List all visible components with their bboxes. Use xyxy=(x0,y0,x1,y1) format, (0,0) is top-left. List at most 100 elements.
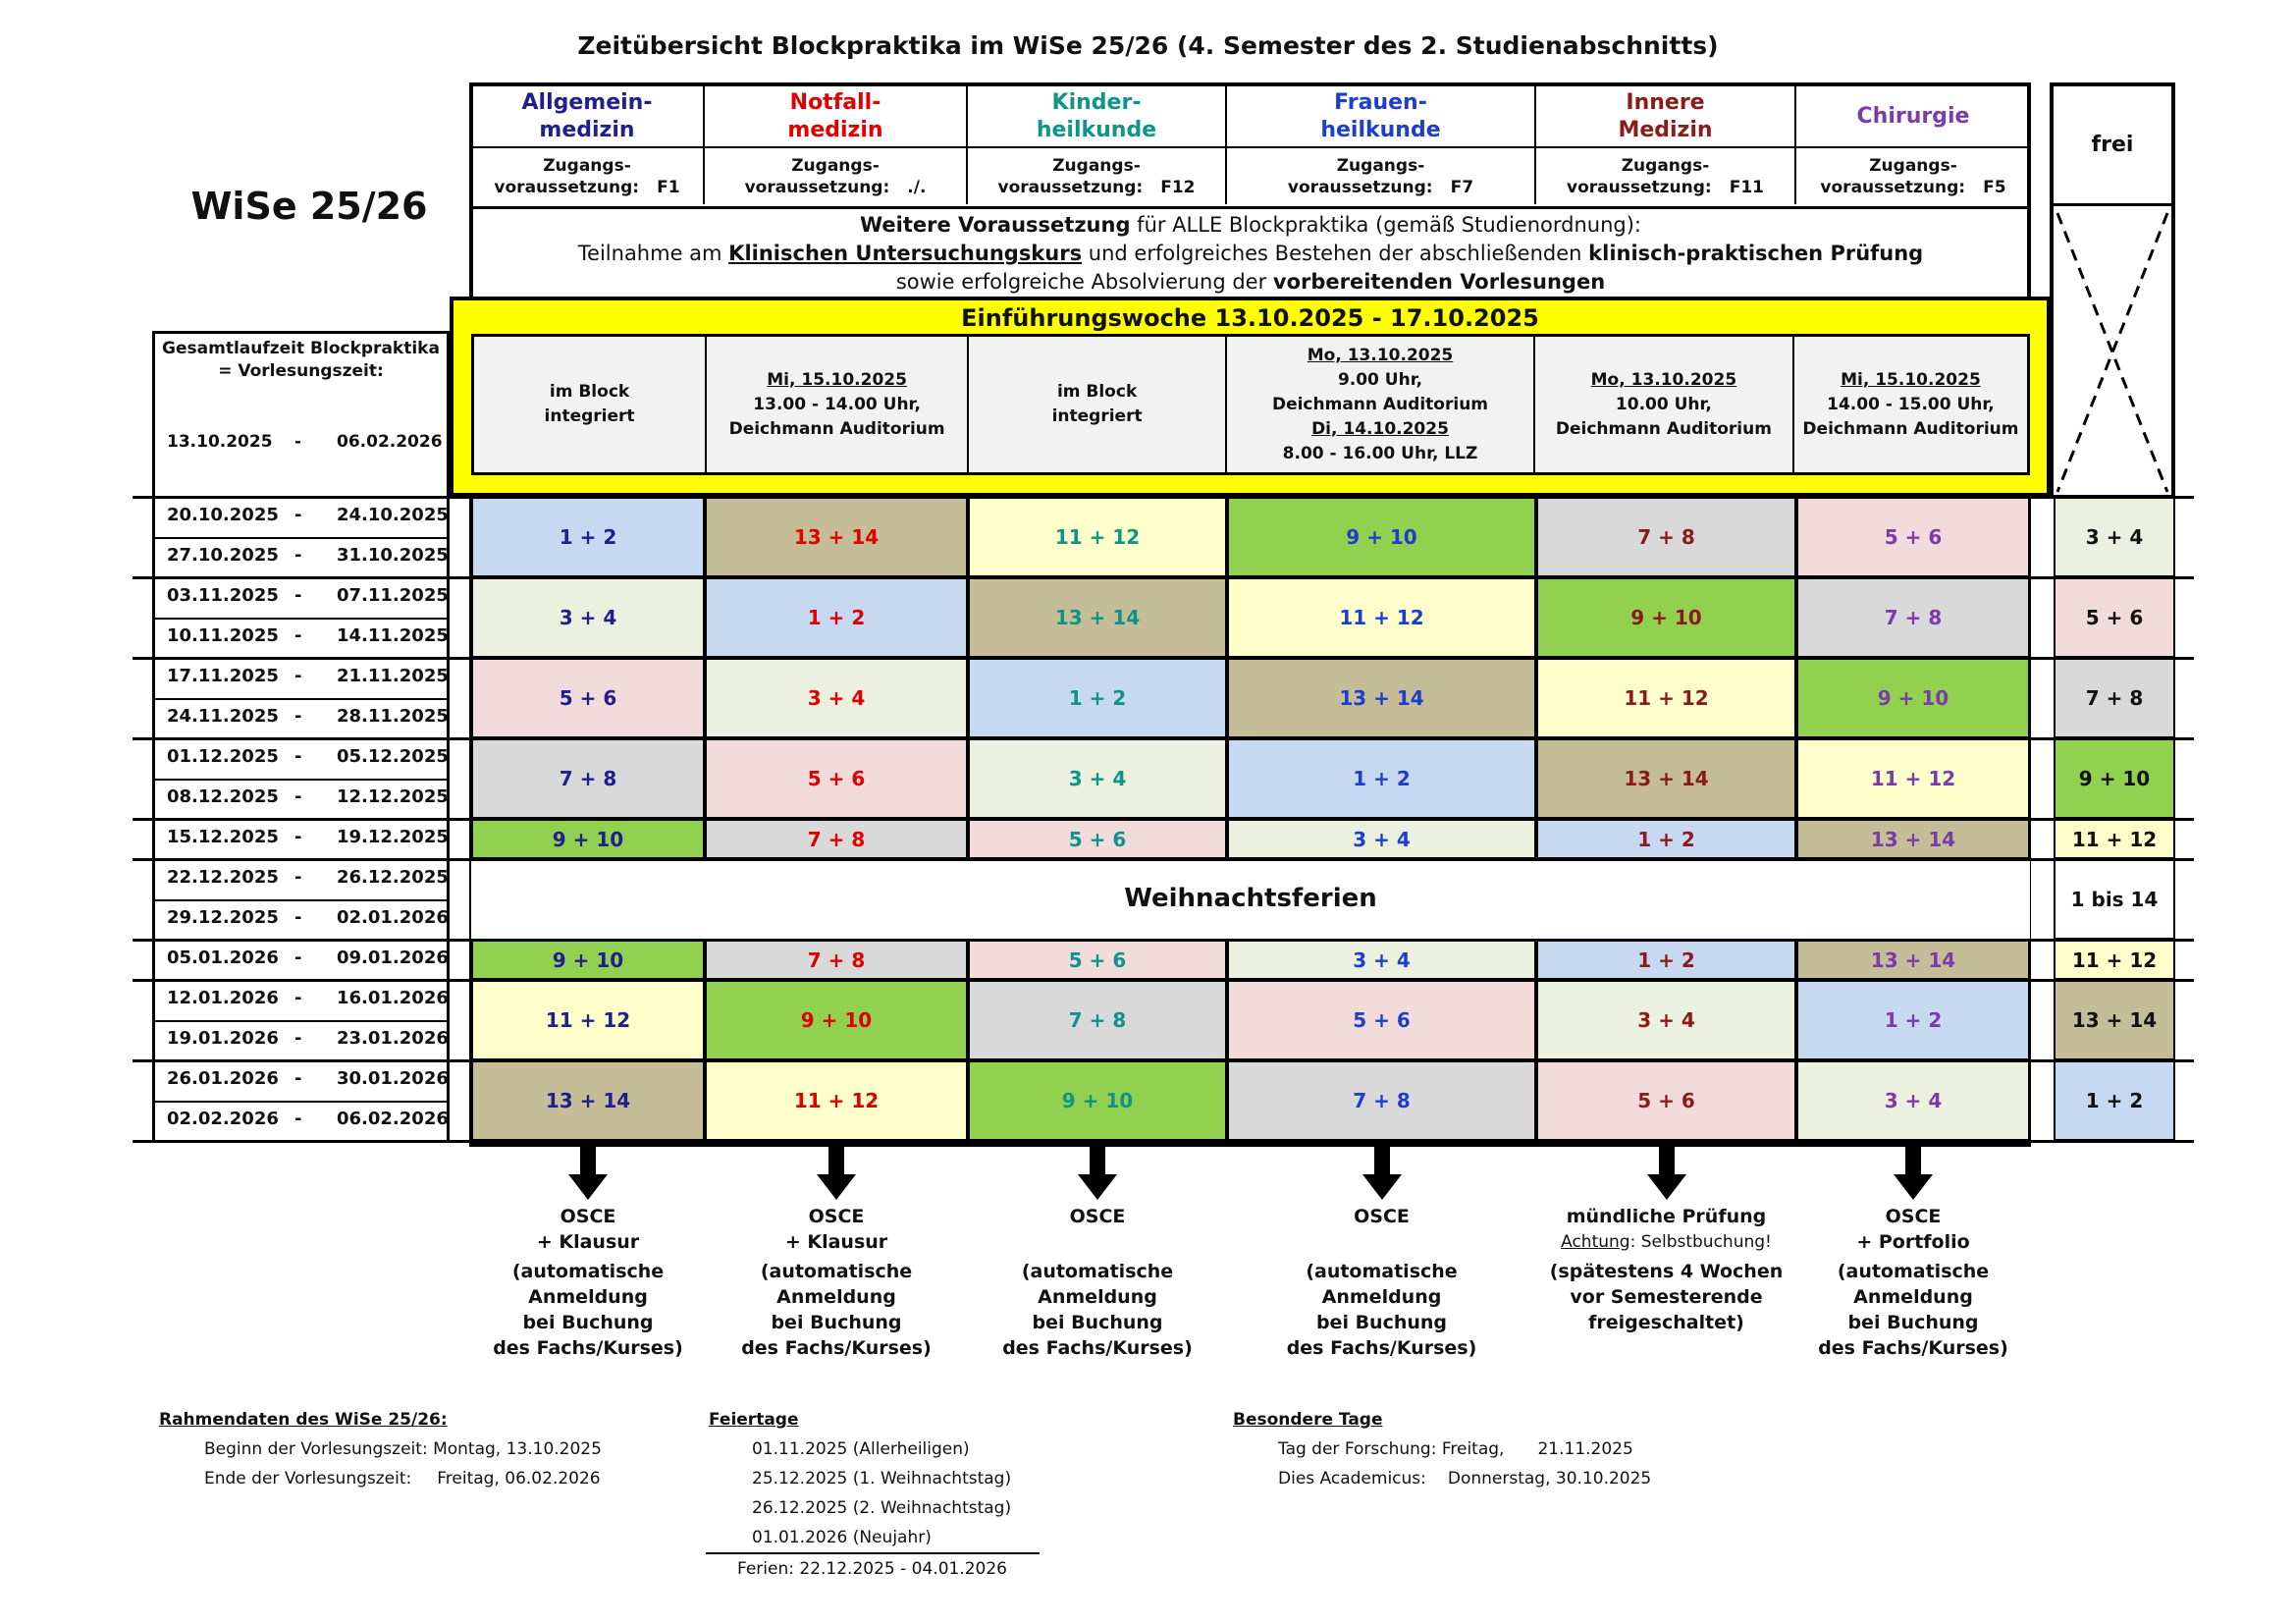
gesamt-sep: - xyxy=(294,432,302,452)
week-end: 21.11.2025 xyxy=(337,666,449,686)
zugang-label: voraussetzung: xyxy=(1567,177,1712,197)
zugang-label: voraussetzung: xyxy=(997,177,1144,197)
block-cell: 1 + 2 xyxy=(1796,980,2030,1060)
block-cell: 7 + 8 xyxy=(705,819,968,859)
weitere-voraussetzung: Weitere Voraussetzung für ALLE Blockprak… xyxy=(471,206,2030,297)
exam-type: OSCE xyxy=(1354,1206,1410,1227)
block-cell: 7 + 8 xyxy=(2054,658,2175,738)
intro-date: Mo, 13.10.2025 xyxy=(1590,369,1737,390)
zugang-value: F1 xyxy=(657,177,680,197)
feiertage: Feiertage 01.11.2025 (Allerheiligen)25.1… xyxy=(706,1405,1040,1584)
exam-detail: bei Buchung xyxy=(1315,1312,1448,1333)
week-sep: - xyxy=(294,666,302,686)
week-row: 15.12.2025-19.12.2025 xyxy=(152,819,450,859)
week-sep: - xyxy=(294,706,302,727)
block-cell: 9 + 10 xyxy=(1536,577,1796,658)
rahmendaten: Rahmendaten des WiSe 25/26: Beginn der V… xyxy=(159,1405,602,1493)
week-end: 12.12.2025 xyxy=(337,786,449,807)
arrow-head xyxy=(568,1174,608,1200)
block-cell: 7 + 8 xyxy=(471,738,705,819)
exam-detail: des Fachs/Kurses) xyxy=(1286,1337,1477,1359)
down-arrow-icon xyxy=(568,1147,608,1200)
exam-note-text: : Selbstbuchung! xyxy=(1629,1232,1772,1252)
zugang-line1: Zugangs- xyxy=(791,155,880,176)
intro-text: im Block xyxy=(549,382,630,402)
block-cell: 1 + 2 xyxy=(2054,1060,2175,1141)
block-cell: 1 + 2 xyxy=(1536,819,1796,859)
week-row: 27.10.2025-31.10.2025 xyxy=(152,537,450,577)
block-cell: 13 + 14 xyxy=(968,577,1227,658)
week-divider xyxy=(152,618,450,620)
week-start: 27.10.2025 xyxy=(167,545,279,566)
week-sep: - xyxy=(294,1109,302,1129)
block-cell: 13 + 14 xyxy=(1536,738,1796,819)
forschung-date: 21.11.2025 xyxy=(1537,1439,1633,1459)
intro-text: Deichmann Auditorium xyxy=(728,418,945,439)
block-cell: 5 + 6 xyxy=(968,819,1227,859)
week-start: 24.11.2025 xyxy=(167,706,279,727)
gesamt-end: 06.02.2026 xyxy=(337,432,443,452)
arrow-head xyxy=(817,1174,856,1200)
block-cell: 7 + 8 xyxy=(968,980,1227,1060)
zugang-value: F7 xyxy=(1450,177,1474,197)
exam-detail: bei Buchung xyxy=(1847,1312,1979,1333)
intro-text: 13.00 - 14.00 Uhr, xyxy=(753,394,921,414)
arrow-head xyxy=(1646,1174,1686,1200)
week-start: 08.12.2025 xyxy=(167,786,279,807)
exam-detail: (automatische xyxy=(760,1261,913,1282)
week-end: 09.01.2026 xyxy=(337,947,449,968)
exam-note-achtung: Achtung xyxy=(1561,1232,1630,1252)
feiertag-item: 26.12.2025 (2. Weihnachtstag) xyxy=(752,1498,1012,1518)
rahmen-beginn: Beginn der Vorlesungszeit: Montag, 13.10… xyxy=(204,1439,602,1459)
block-cell: 11 + 12 xyxy=(1796,738,2030,819)
week-sep: - xyxy=(294,1068,302,1089)
block-cell: 1 + 2 xyxy=(1227,738,1536,819)
ferien-zeitraum: Ferien: 22.12.2025 - 04.01.2026 xyxy=(706,1552,1040,1584)
week-row: 29.12.2025-02.01.2026 xyxy=(152,899,450,940)
subject-name-line2: medizin xyxy=(787,117,883,142)
exam-type: mündliche Prüfung xyxy=(1566,1206,1767,1227)
week-row: 26.01.2026-30.01.2026 xyxy=(152,1060,450,1101)
block-cell: 13 + 14 xyxy=(471,1060,705,1141)
block-cell: 3 + 4 xyxy=(1227,819,1536,859)
week-start: 20.10.2025 xyxy=(167,505,279,525)
week-start: 01.12.2025 xyxy=(167,746,279,767)
intro-text: integriert xyxy=(1051,406,1143,426)
semester-label: WiSe 25/26 xyxy=(190,185,428,228)
zugang-line2: voraussetzung:F11 xyxy=(1567,177,1764,198)
exam-detail: (automatische xyxy=(1837,1261,1990,1282)
week-row: 10.11.2025-14.11.2025 xyxy=(152,618,450,658)
week-end: 02.01.2026 xyxy=(337,907,449,928)
week-sep: - xyxy=(294,827,302,847)
exam-detail: freigeschaltet) xyxy=(1588,1312,1744,1333)
zugang-label: voraussetzung: xyxy=(1287,177,1433,197)
exam-extra: + Portfolio xyxy=(1856,1231,1970,1253)
block-cell: 13 + 14 xyxy=(1796,940,2030,980)
week-row: 20.10.2025-24.10.2025 xyxy=(152,497,450,537)
block-cell: 9 + 10 xyxy=(2054,738,2175,819)
week-sep: - xyxy=(294,907,302,928)
cross-out-mark xyxy=(2056,212,2169,493)
week-row: 01.12.2025-05.12.2025 xyxy=(152,738,450,779)
down-arrow-icon xyxy=(817,1147,856,1200)
gesamt-start: 13.10.2025 xyxy=(167,432,273,452)
zugang-line2: voraussetzung: F7 xyxy=(1288,177,1473,198)
exam-detail: (automatische xyxy=(511,1261,665,1282)
week-end: 31.10.2025 xyxy=(337,545,449,566)
week-end: 24.10.2025 xyxy=(337,505,449,525)
block-cell: 3 + 4 xyxy=(1796,1060,2030,1141)
week-divider xyxy=(152,1101,450,1103)
exam-type: OSCE xyxy=(1069,1206,1126,1227)
exam-detail: des Fachs/Kurses) xyxy=(741,1337,932,1359)
block-cell: 3 + 4 xyxy=(1227,940,1536,980)
week-end: 05.12.2025 xyxy=(337,746,449,767)
week-end: 28.11.2025 xyxy=(337,706,449,727)
down-arrow-icon xyxy=(1078,1147,1117,1200)
block-cell: 1 bis 14 xyxy=(2054,859,2175,940)
zugang-line1: Zugangs- xyxy=(1621,155,1710,176)
week-row: 02.02.2026-06.02.2026 xyxy=(152,1101,450,1141)
zugangsvoraussetzung: Zugangs-voraussetzung:F11 xyxy=(1536,148,1794,204)
